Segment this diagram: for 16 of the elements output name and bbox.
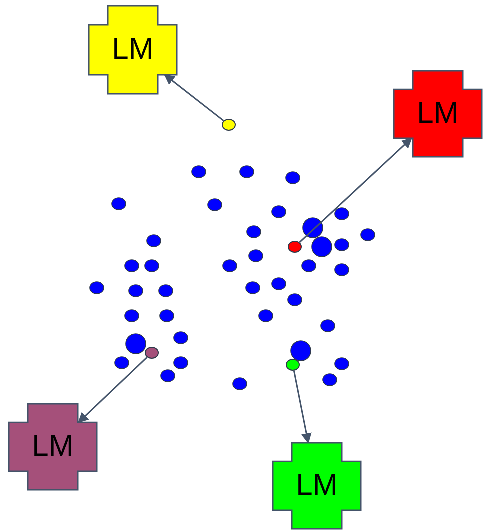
marker-dot [286, 359, 300, 371]
arrow [164, 74, 224, 122]
marker-dot [145, 347, 159, 359]
landmark-label: LM [32, 432, 74, 462]
marker-dot [288, 241, 302, 253]
landmark-label: LM [296, 471, 338, 501]
landmark-cross [393, 70, 483, 158]
landmark-cross [8, 403, 98, 491]
landmark-label: LM [417, 99, 459, 129]
landmark-cross [272, 442, 362, 530]
arrow [78, 356, 148, 424]
arrow [293, 370, 312, 444]
arrow [299, 138, 412, 244]
landmark-cross [88, 5, 178, 95]
landmark-label: LM [112, 35, 154, 65]
marker-dot [222, 119, 236, 131]
